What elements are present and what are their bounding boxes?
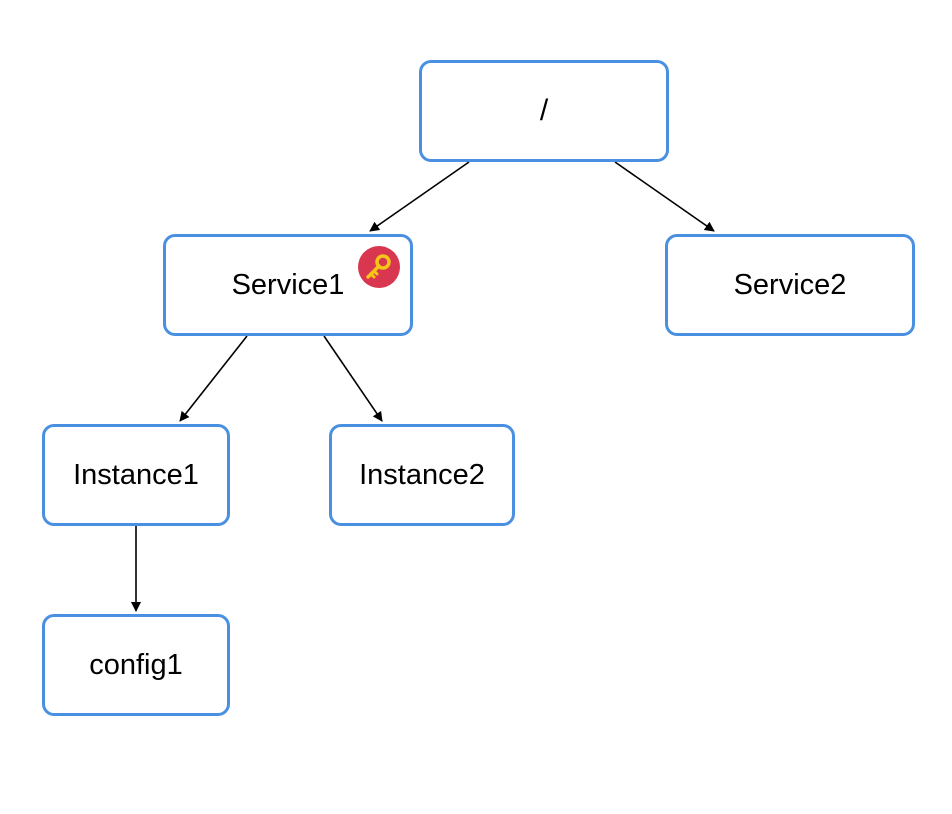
node-service1[interactable]: Service1	[163, 234, 413, 336]
node-config1[interactable]: config1	[42, 614, 230, 716]
edge-root-to-service1	[369, 161, 470, 232]
node-service2-label: Service2	[733, 268, 847, 301]
edge-service1-to-instance2	[323, 335, 383, 422]
node-config1-label: config1	[89, 648, 183, 681]
key-icon-graphic	[358, 246, 400, 288]
key-icon	[357, 245, 401, 289]
node-instance1-label: Instance1	[73, 458, 199, 491]
node-instance2[interactable]: Instance2	[329, 424, 515, 526]
node-service2[interactable]: Service2	[665, 234, 915, 336]
edge-root-to-service2	[614, 161, 715, 232]
node-root[interactable]: /	[419, 60, 669, 162]
node-instance1[interactable]: Instance1	[42, 424, 230, 526]
node-service1-label: Service1	[231, 268, 345, 301]
node-root-label: /	[539, 94, 549, 127]
node-instance2-label: Instance2	[359, 458, 485, 491]
edge-service1-to-instance1	[179, 335, 248, 422]
